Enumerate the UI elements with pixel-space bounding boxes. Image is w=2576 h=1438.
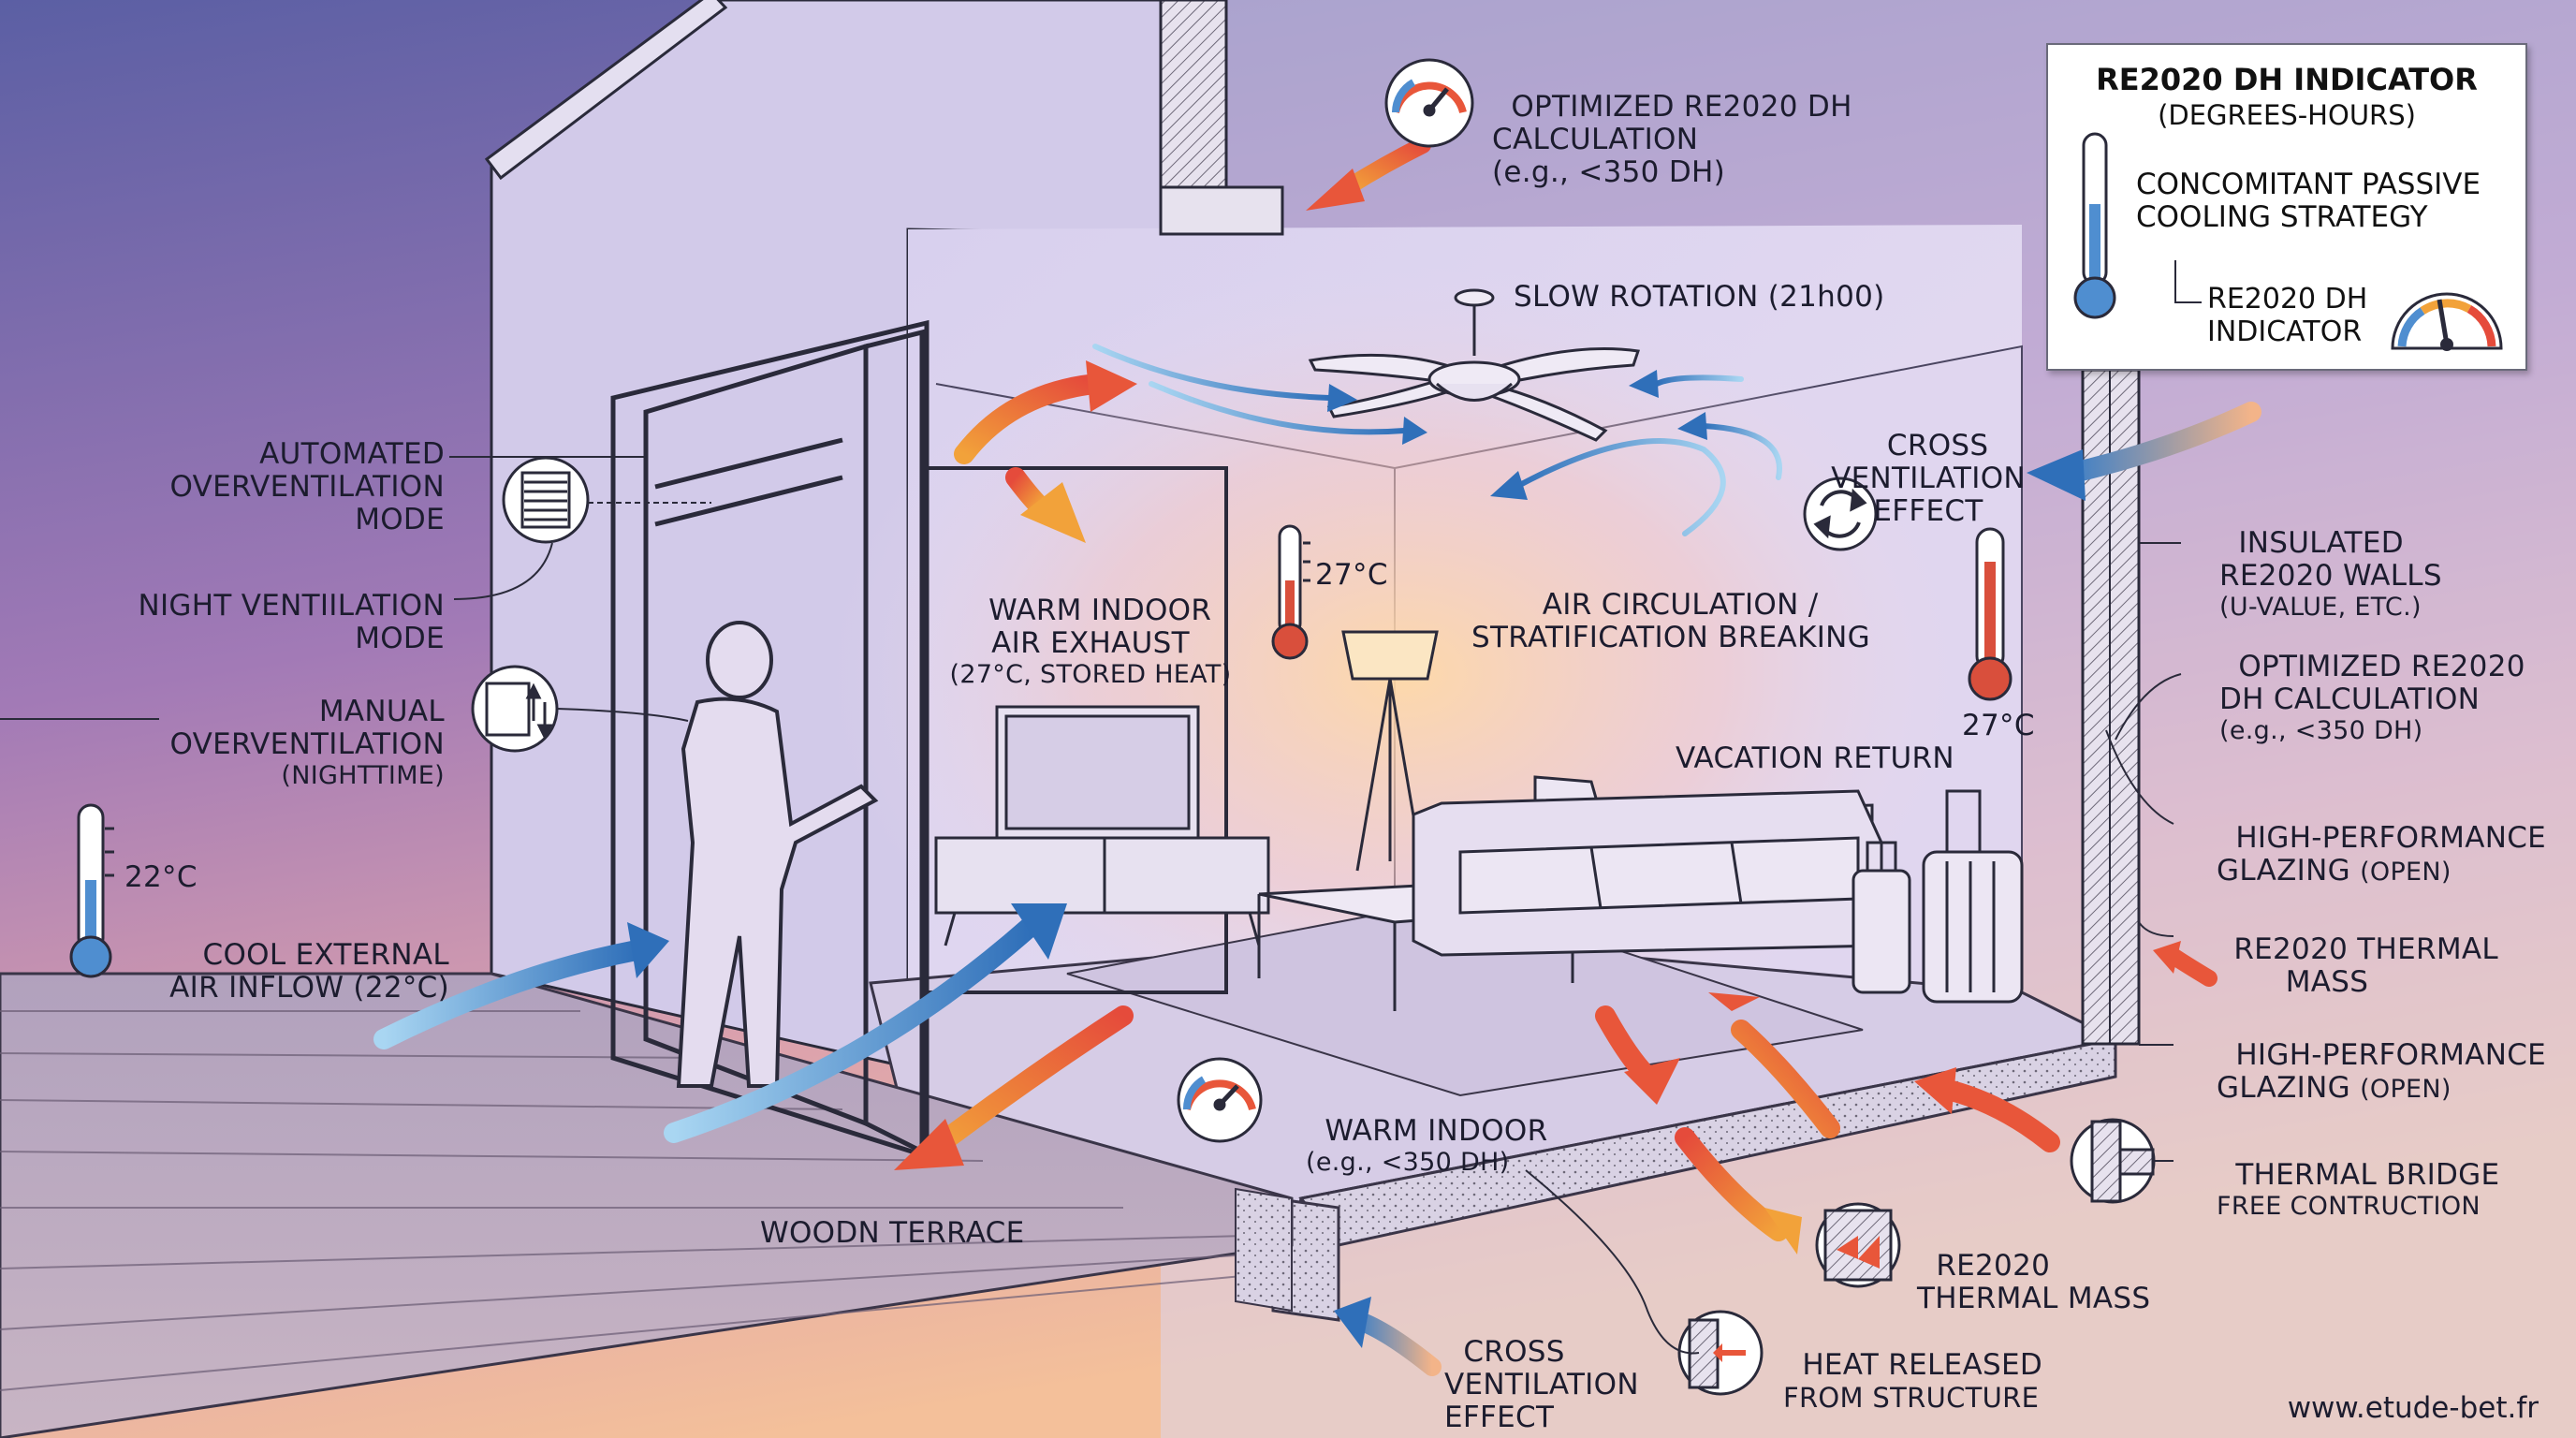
floor-lamp-icon <box>1341 630 1439 872</box>
label-vacation-return: VACATION RETURN <box>1676 741 1954 775</box>
terrace-planks <box>0 1010 1283 1391</box>
tv-icon <box>934 705 1270 946</box>
wall-section-icon <box>1815 1202 1901 1288</box>
person-icon <box>676 621 879 1088</box>
legend-subtitle: (DEGREES-HOURS) <box>2158 99 2416 131</box>
ceiling-fan-icon <box>1308 288 1640 442</box>
label-air-circulation: AIR CIRCULATION /STRATIFICATION BREAKING <box>1471 588 1870 654</box>
credit-url: www.etude-bet.fr <box>2287 1391 2539 1425</box>
warm-structure-arrows <box>894 137 2217 1255</box>
suitcase-icon <box>1852 789 2024 1004</box>
label-temp-outside: 22°C <box>124 860 198 894</box>
label-slow-rotation: SLOW ROTATION (21h00) <box>1514 280 1885 314</box>
thermometer-icon <box>2073 132 2116 319</box>
warm-exhaust-arrows <box>954 360 1137 543</box>
thermometer-icon <box>1271 524 1310 660</box>
wall-section-icon <box>2070 1118 2156 1204</box>
gauge-icon <box>1177 1057 1263 1143</box>
label-temp-room-left: 27°C <box>1315 558 1388 592</box>
air-circulation-arrows <box>1092 344 1782 536</box>
thermometer-icon <box>1968 527 2012 701</box>
window-icon <box>471 665 559 753</box>
rug <box>1066 897 1864 1097</box>
label-wooden-terrace: WOODN TERRACE <box>760 1216 1025 1250</box>
cycle-icon <box>1803 477 1878 551</box>
label-warm-indoor: WARM INDOOR(e.g., <350 DH) <box>1306 1114 1548 1178</box>
label-temp-room-right: 27°C <box>1962 709 2035 742</box>
gauge-icon <box>1384 58 1474 148</box>
cool-inflow-arrows <box>373 402 2261 1376</box>
legend-title: RE2020 DH INDICATOR <box>2096 62 2478 97</box>
roof-edge <box>484 0 728 181</box>
legend-panel: RE2020 DH INDICATOR (DEGREES-HOURS) CONC… <box>2046 43 2527 371</box>
overhang-section <box>1159 0 1228 189</box>
sofa-icon <box>1412 775 1883 957</box>
shutter-icon <box>502 456 590 544</box>
leader-lines <box>0 262 2214 1355</box>
legend-connector <box>2174 260 2202 303</box>
gauge-icon <box>2391 292 2503 351</box>
thermometer-icon <box>69 803 114 978</box>
